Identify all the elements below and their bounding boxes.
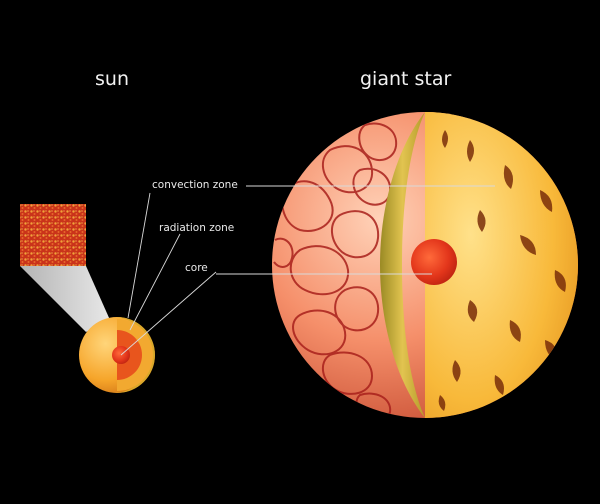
giant-convection-streaks [438,130,566,411]
giant-convection-zone [425,112,578,418]
leader-convection-sun [127,192,151,319]
giant-cut-rim [380,112,425,418]
sun [79,317,155,393]
surface-zoom [20,204,110,332]
giant-core [411,239,457,285]
leader-radiation-sun [129,233,181,331]
label-convection-zone: convection zone [152,179,238,191]
zoom-cone [20,266,110,332]
giant-star [272,112,578,418]
label-core: core [185,262,208,274]
granulation-sample [20,204,86,266]
sun-title: sun [95,68,129,90]
label-radiation-zone: radiation zone [159,222,235,234]
giant-star-title: giant star [360,68,452,90]
leader-core-sun [120,271,217,356]
leader-lines [120,185,495,356]
